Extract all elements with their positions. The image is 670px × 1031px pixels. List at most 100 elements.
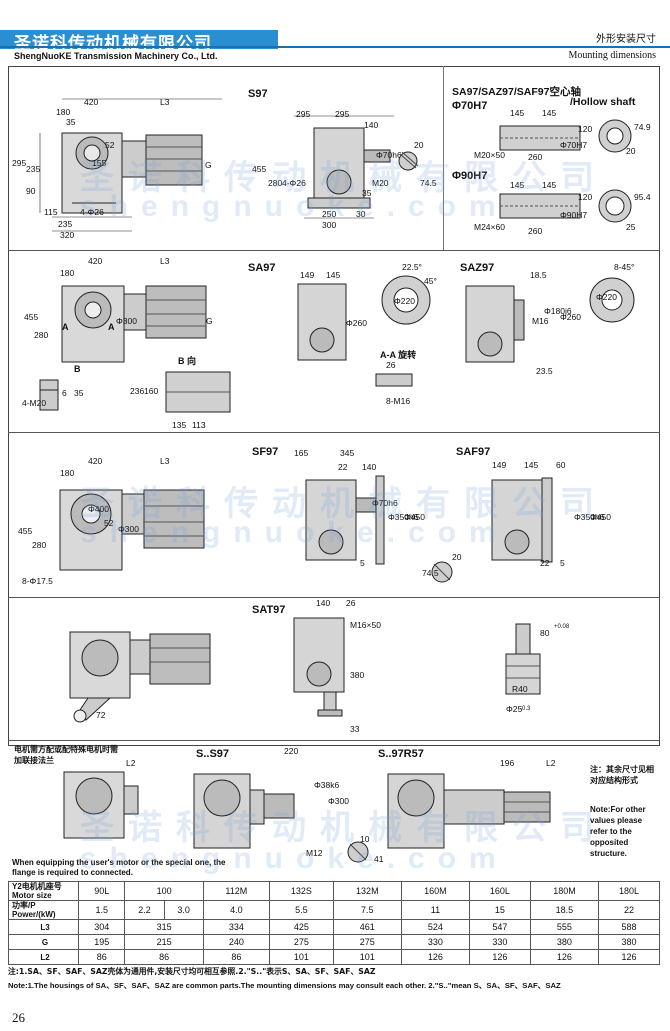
dim: 74.5 <box>420 178 437 188</box>
dim: 113 <box>192 420 206 430</box>
dim: Φ350h6 <box>574 512 605 522</box>
table-cell: 461 <box>332 919 402 935</box>
table-cell: 330 <box>400 934 470 950</box>
keyway-drawing <box>398 151 419 171</box>
dim: 140 <box>364 120 379 130</box>
section-divider-vertical <box>443 66 444 250</box>
sf97-side-drawing <box>305 475 385 565</box>
table-cell: 22 <box>598 900 660 920</box>
dim: 155 <box>92 158 107 168</box>
table-cell: 101 <box>268 949 334 965</box>
dim: 420 <box>88 256 103 266</box>
dim: 72 <box>96 710 106 720</box>
table-cell: 86 <box>77 949 126 965</box>
table-cell: 2.2 <box>124 900 165 920</box>
sa97-flange-detail <box>39 379 59 411</box>
footnote-cn: 注:1.SA、SF、SAF、SAZ壳体为通用件,安装尺寸均可相互参照.2."S.… <box>8 967 376 976</box>
header-rule <box>0 46 670 48</box>
dim: 20 <box>452 552 462 562</box>
table-cell: 15 <box>468 900 531 920</box>
dim: 4-M20 <box>22 398 47 408</box>
dim: Φ180j6 <box>544 306 572 316</box>
dim: 235 <box>26 164 41 174</box>
table-cell: 132S <box>268 881 334 901</box>
dim: M12 <box>306 848 323 858</box>
dim: 35 <box>66 117 76 127</box>
dim: Φ70H7 <box>560 140 588 150</box>
dim: 22.5° <box>402 262 422 272</box>
dim: 455 <box>18 526 33 536</box>
table-cell: 90L <box>77 881 126 901</box>
table-cell: 132M <box>332 881 402 901</box>
hollow-end-70-drawing <box>598 119 632 153</box>
dim: 8-45° <box>614 262 635 272</box>
table-cell: 425 <box>268 919 334 935</box>
watermark-cn: 圣诺科传动机械有限公司 <box>80 484 608 524</box>
dim: L2 <box>546 758 556 768</box>
dim: 30 <box>356 209 366 219</box>
sf97-front-drawing <box>59 489 205 571</box>
table-cell: 180M <box>529 881 600 901</box>
table-cell: 160M <box>400 881 470 901</box>
dim: 20 <box>414 140 424 150</box>
s97-front-drawing <box>39 98 222 232</box>
adapter-note-en: When equipping the user's motor or the s… <box>12 858 226 877</box>
row-head: L3 <box>8 919 79 935</box>
table-cell: 380 <box>529 934 600 950</box>
dim: L3 <box>160 97 170 107</box>
adapter-note-cn: 电机需方配或配特殊电机时需加联接法兰 <box>14 745 118 765</box>
dim: Φ70h6 <box>376 150 402 160</box>
dim: 8-Φ17.5 <box>22 576 53 586</box>
dim: 280 <box>34 330 49 340</box>
sf97-title: SF97 <box>252 446 279 458</box>
watermark-en: shengnuoke.com <box>80 190 509 223</box>
section-divider <box>8 432 660 433</box>
saz97-title: SAZ97 <box>460 262 495 274</box>
dim: 26 <box>346 598 356 608</box>
table-cell: 524 <box>400 919 470 935</box>
motor-dimension-table: Y2电机机座号 Motor size 90L 100 112M 132S 132… <box>8 881 660 965</box>
page-number: 26 <box>12 1010 25 1025</box>
dim: 5 <box>560 558 565 568</box>
watermark-en: shengnuoke.com <box>80 516 509 549</box>
dim: Φ450 <box>590 512 611 522</box>
table-cell: 215 <box>124 934 204 950</box>
dim: 260 <box>528 152 543 162</box>
adapter-s97-title: S..S97 <box>196 748 230 760</box>
dim: 120 <box>578 192 593 202</box>
dim: 20 <box>626 146 636 156</box>
dim: 5 <box>360 558 365 568</box>
table-cell: 275 <box>332 934 402 950</box>
dim: 35 <box>362 188 372 198</box>
hollow-end-90-drawing <box>598 189 632 223</box>
dim: Φ90H7 <box>560 210 588 220</box>
dim: 52 <box>104 518 114 528</box>
table-cell: 4.0 <box>202 900 270 920</box>
dim: L3 <box>160 256 170 266</box>
adapter-s97-drawing <box>193 773 295 849</box>
dim: L3 <box>160 456 170 466</box>
section-divider <box>8 740 660 741</box>
table-cell: 334 <box>202 919 270 935</box>
table-cell: 555 <box>529 919 600 935</box>
sat97-bushing-drawing <box>505 623 541 695</box>
page-header: 圣诺科传动机械有限公司 ShengNuoKE Transmission Mach… <box>0 0 670 62</box>
dim: M20×50 <box>474 150 505 160</box>
dim: 22 <box>540 558 550 568</box>
dim: 180 <box>60 468 75 478</box>
dim: M16 <box>532 316 549 326</box>
table-cell: 18.5 <box>529 900 600 920</box>
dim: 6 <box>62 388 67 398</box>
section-marker: A <box>62 322 69 332</box>
sa97-flange-view <box>381 275 431 325</box>
sa97-section-label: A-A 旋转 <box>380 350 417 360</box>
section-marker: A <box>108 322 115 332</box>
adapter-motor-drawing <box>63 771 139 839</box>
section-divider <box>8 250 660 251</box>
sat97-title: SAT97 <box>252 604 286 616</box>
hollow-shaft-title: SA97/SAZ97/SAF97空心轴 <box>452 86 581 98</box>
table-row: L3 304 315 334 425 461 524 547 555 588 <box>8 919 660 935</box>
hollow-shaft-subtitle: /Hollow shaft <box>570 96 636 108</box>
table-cell: 3.0 <box>163 900 204 920</box>
dim: 260 <box>528 226 543 236</box>
